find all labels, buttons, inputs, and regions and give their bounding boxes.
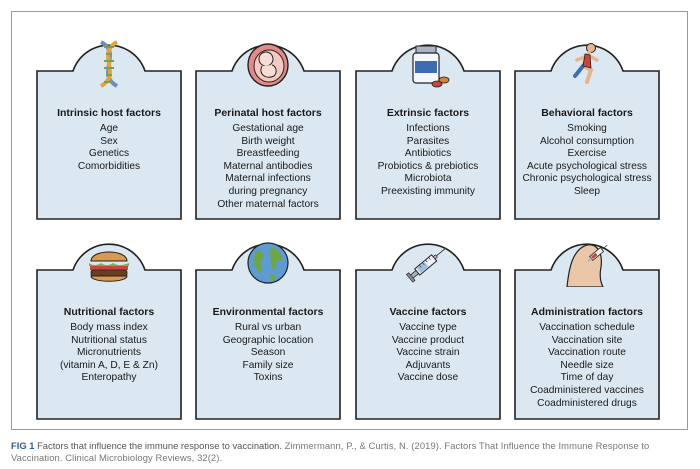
card-title: Perinatal host factors [214, 107, 322, 119]
card-title: Intrinsic host factors [57, 107, 161, 119]
card-item: Microbiota [404, 173, 452, 185]
card-item: Nutritional status [71, 334, 147, 346]
card-outline [355, 243, 501, 420]
card-administration-factors: Administration factors Vaccination sched… [513, 225, 661, 421]
card-item: Vaccine type [399, 322, 457, 333]
syringe-icon [404, 239, 452, 287]
card-perinatal-host-factors: Perinatal host factors Gestational age B… [194, 26, 342, 221]
card-title: Administration factors [530, 306, 643, 318]
card-items: Gestational age Birth weight Breastfeedi… [194, 123, 342, 211]
card-items: Age Sex Genetics Comorbidities [35, 123, 183, 173]
figure-caption: FIG 1 Factors that influence the immune … [11, 440, 691, 463]
card-item: Vaccination schedule [539, 322, 635, 333]
card-item: Breastfeeding [236, 148, 300, 160]
card-intrinsic-host-factors: Intrinsic host factors Age Sex Genetics … [35, 26, 183, 221]
card-outline [36, 44, 182, 220]
card-item: Other maternal factors [217, 198, 319, 210]
card-item: Exercise [567, 148, 607, 160]
figure-label: FIG 1 [11, 440, 35, 451]
card-item: Antibiotics [404, 148, 452, 160]
card-item: Alcohol consumption [539, 135, 634, 147]
card-item: Season [250, 347, 286, 359]
card-item: Time of day [560, 372, 614, 384]
pill-bottle-icon [404, 40, 452, 88]
card-environmental-factors: Environmental factors Rural vs urban Geo… [194, 225, 342, 421]
card-behavioral-factors: Behavioral factors Smoking Alcohol consu… [513, 26, 661, 221]
arm-injection-icon [563, 239, 611, 288]
caption-text: Factors that influence the immune respon… [37, 440, 282, 451]
card-items: Vaccination schedule Vaccination site Va… [513, 322, 661, 410]
card-item: Preexisting immunity [381, 185, 475, 197]
card-item: Vaccine strain [396, 347, 460, 359]
card-title: Extrinsic factors [386, 107, 470, 119]
figure-frame [11, 11, 688, 430]
card-item: Maternal antibodies [223, 160, 313, 172]
burger-icon [85, 239, 133, 287]
caption-citation: Zimmermann, P., & Curtis, N. (2019). Fac… [11, 440, 650, 463]
card-item: Needle size [560, 359, 614, 371]
card-items: Smoking Alcohol consumption Exercise Acu… [513, 123, 661, 199]
card-item: (vitamin A, D, E & Zn) [60, 359, 158, 371]
card-item: Vaccination route [548, 347, 626, 359]
card-item: Enteropathy [81, 372, 137, 384]
card-item: Probiotics & prebiotics [377, 160, 479, 172]
card-title: Environmental factors [212, 306, 324, 318]
card-item: Infections [406, 123, 450, 134]
card-items: Infections Parasites Antibiotics Probiot… [354, 123, 502, 199]
card-vaccine-factors: Vaccine factors Vaccine type Vaccine pro… [354, 225, 502, 421]
card-item: Genetics [88, 148, 130, 160]
card-item: Coadministered vaccines [530, 384, 644, 396]
card-title: Nutritional factors [63, 306, 155, 318]
card-item: Micronutrients [77, 347, 141, 359]
card-outline [514, 243, 660, 420]
card-item: Smoking [567, 123, 607, 134]
card-nutritional-factors: Nutritional factors Body mass index Nutr… [35, 225, 183, 421]
card-item: Geographic location [222, 334, 314, 346]
card-item: Age [99, 123, 119, 134]
card-title: Vaccine factors [389, 306, 467, 318]
card-item: Body mass index [70, 322, 148, 333]
runner-icon [563, 40, 611, 88]
card-extrinsic-factors: Extrinsic factors Infections Parasites A… [354, 26, 502, 221]
card-item: Toxins [253, 372, 283, 384]
card-items: Vaccine type Vaccine product Vaccine str… [354, 322, 502, 385]
card-item: Rural vs urban [234, 322, 302, 333]
globe-icon [244, 239, 292, 287]
card-item: Vaccination site [551, 334, 623, 346]
card-title: Behavioral factors [541, 107, 633, 119]
card-item: Birth weight [241, 135, 295, 147]
card-item: Parasites [406, 135, 450, 147]
card-items: Rural vs urban Geographic location Seaso… [194, 322, 342, 385]
card-item: Family size [242, 359, 294, 371]
fetus-in-womb-icon [244, 40, 292, 88]
card-item: Sex [100, 135, 118, 147]
card-item: Coadministered drugs [537, 397, 637, 409]
card-item: Chronic psychological stress [522, 173, 652, 185]
card-item: Maternal infections [225, 173, 311, 185]
card-item: Vaccine dose [397, 372, 459, 384]
card-item: during pregnancy [228, 185, 308, 197]
card-item: Adjuvants [405, 359, 451, 371]
card-item: Vaccine product [391, 334, 465, 346]
card-item: Gestational age [232, 123, 304, 134]
card-item: Acute psychological stress [526, 160, 648, 172]
card-item: Sleep [573, 185, 601, 197]
dna-helix-icon [85, 40, 133, 88]
card-outline [36, 243, 182, 420]
card-items: Body mass index Nutritional status Micro… [35, 322, 183, 385]
card-item: Comorbidities [77, 160, 141, 172]
